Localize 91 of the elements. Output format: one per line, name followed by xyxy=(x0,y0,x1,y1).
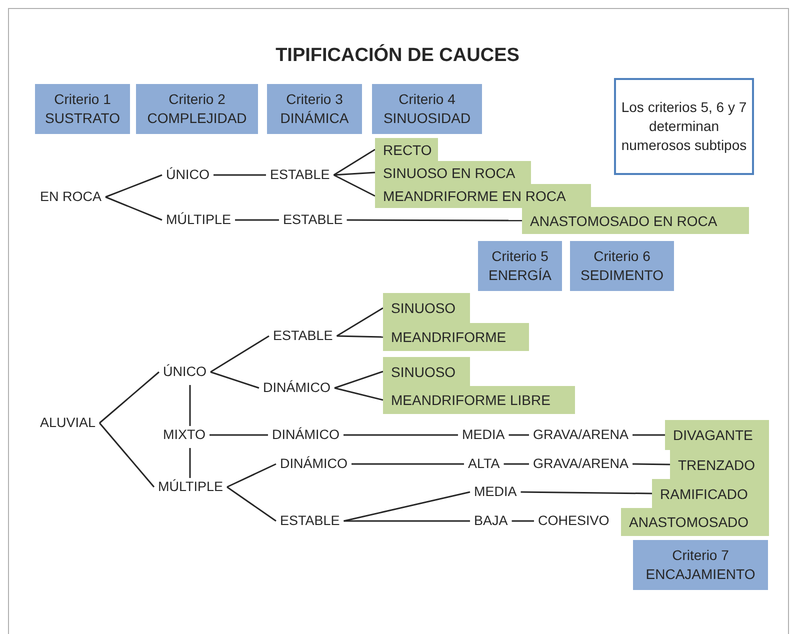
branch-label: EN ROCA xyxy=(40,188,102,206)
connector-line xyxy=(344,520,470,522)
channel-type-box xyxy=(375,161,531,184)
branch-label: MÚLTIPLE xyxy=(158,478,224,496)
connector-line xyxy=(210,371,260,389)
branch-label: MIXTO xyxy=(163,426,206,444)
connector-line xyxy=(512,520,534,522)
connector-line xyxy=(336,307,384,337)
branch-label: ALTA xyxy=(468,455,500,473)
connector-line xyxy=(98,422,155,488)
branch-label: ÚNICO xyxy=(163,363,206,381)
channel-type-label: ANASTOMOSADO xyxy=(629,514,749,530)
connector-line xyxy=(334,172,376,176)
criterion-box xyxy=(35,84,130,134)
channel-type-label: MEANDRIFORME xyxy=(391,329,506,345)
channel-type-label: RECTO xyxy=(383,142,432,158)
connector-line xyxy=(333,148,376,176)
connector-line xyxy=(352,463,464,465)
connector-line xyxy=(520,491,652,494)
criterion-box xyxy=(136,84,258,134)
criterion-box xyxy=(267,84,362,134)
connector-line xyxy=(226,463,276,488)
connector-line xyxy=(632,463,670,466)
criterion-label: Criterio 7 ENCAJAMIENTO xyxy=(644,546,756,584)
connector-line xyxy=(210,434,268,436)
connector-line xyxy=(99,371,160,424)
criterion-label: Criterio 3 DINÁMICA xyxy=(279,90,350,128)
connector-line xyxy=(189,385,191,426)
channel-type-label: TRENZADO xyxy=(678,456,755,472)
channel-type-label: ANASTOMOSADO EN ROCA xyxy=(530,212,718,228)
connector-line xyxy=(632,434,665,436)
criterion-label: Criterio 1 SUSTRATO xyxy=(44,90,121,128)
channel-type-box xyxy=(665,420,769,450)
channel-type-label: DIVAGANTE xyxy=(673,427,753,443)
channel-type-box xyxy=(383,323,529,351)
criterion-label: Criterio 6 SEDIMENTO xyxy=(580,247,664,285)
channel-type-box xyxy=(375,138,438,161)
channel-type-label: SINUOSO xyxy=(391,364,456,380)
channel-type-box xyxy=(621,508,769,536)
channel-type-label: RAMIFICADO xyxy=(660,486,748,502)
connector-line xyxy=(235,219,279,221)
branch-label: ESTABLE xyxy=(280,512,340,530)
criterion-box xyxy=(372,84,482,134)
criterion-box xyxy=(633,540,768,590)
connector-line xyxy=(189,448,191,478)
connector-line xyxy=(344,491,470,522)
channel-type-box xyxy=(383,293,470,323)
branch-label: BAJA xyxy=(474,512,508,530)
channel-type-label: SINUOSO xyxy=(391,300,456,316)
branch-label: GRAVA/ARENA xyxy=(533,455,629,473)
connector-line xyxy=(333,174,376,197)
branch-label: DINÁMICO xyxy=(280,455,348,473)
connector-line xyxy=(334,370,384,389)
channel-type-box xyxy=(383,357,470,386)
connector-line xyxy=(336,335,384,338)
branch-label: ALUVIAL xyxy=(40,414,96,432)
note-box xyxy=(614,78,754,175)
connector-line xyxy=(344,434,458,436)
criterion-label: Criterio 5 ENERGÍA xyxy=(487,247,552,285)
diagram-title: TIPIFICACIÓN DE CAUCES xyxy=(274,45,520,67)
branch-label: ÚNICO xyxy=(166,166,210,184)
branch-label: MÚLTIPLE xyxy=(166,211,232,229)
connector-line xyxy=(334,387,384,401)
channel-type-box xyxy=(522,207,749,234)
connector-line xyxy=(508,434,529,436)
connector-line xyxy=(226,486,276,522)
branch-label: GRAVA/ARENA xyxy=(533,426,629,444)
branch-label: MEDIA xyxy=(462,426,505,444)
criterion-box xyxy=(570,241,674,291)
criterion-box xyxy=(478,241,562,291)
connector-line xyxy=(210,335,270,373)
channel-type-box xyxy=(383,386,575,414)
connector-line xyxy=(504,463,529,465)
channel-type-label: MEANDRIFORME EN ROCA xyxy=(383,188,566,204)
connector-line xyxy=(105,174,162,198)
branch-label: ESTABLE xyxy=(270,166,330,184)
criterion-label: Criterio 4 SINUOSIDAD xyxy=(382,90,472,128)
branch-label: ESTABLE xyxy=(283,211,343,229)
channel-type-box xyxy=(375,184,591,208)
branch-label: ESTABLE xyxy=(273,327,333,345)
branch-label: DINÁMICO xyxy=(263,379,330,397)
branch-label: DINÁMICO xyxy=(272,426,340,444)
connector-line xyxy=(214,174,266,176)
channel-type-label: SINUOSO EN ROCA xyxy=(383,164,516,180)
criterion-label: Criterio 2 COMPLEJIDAD xyxy=(146,90,248,128)
note-text: Los criterios 5, 6 y 7 determinan numerosos subtipos xyxy=(620,98,748,155)
branch-label: MEDIA xyxy=(474,483,517,501)
connector-line xyxy=(105,196,162,221)
connector-line xyxy=(346,219,522,222)
channel-type-label: MEANDRIFORME LIBRE xyxy=(391,392,550,408)
branch-label: COHESIVO xyxy=(538,512,610,530)
